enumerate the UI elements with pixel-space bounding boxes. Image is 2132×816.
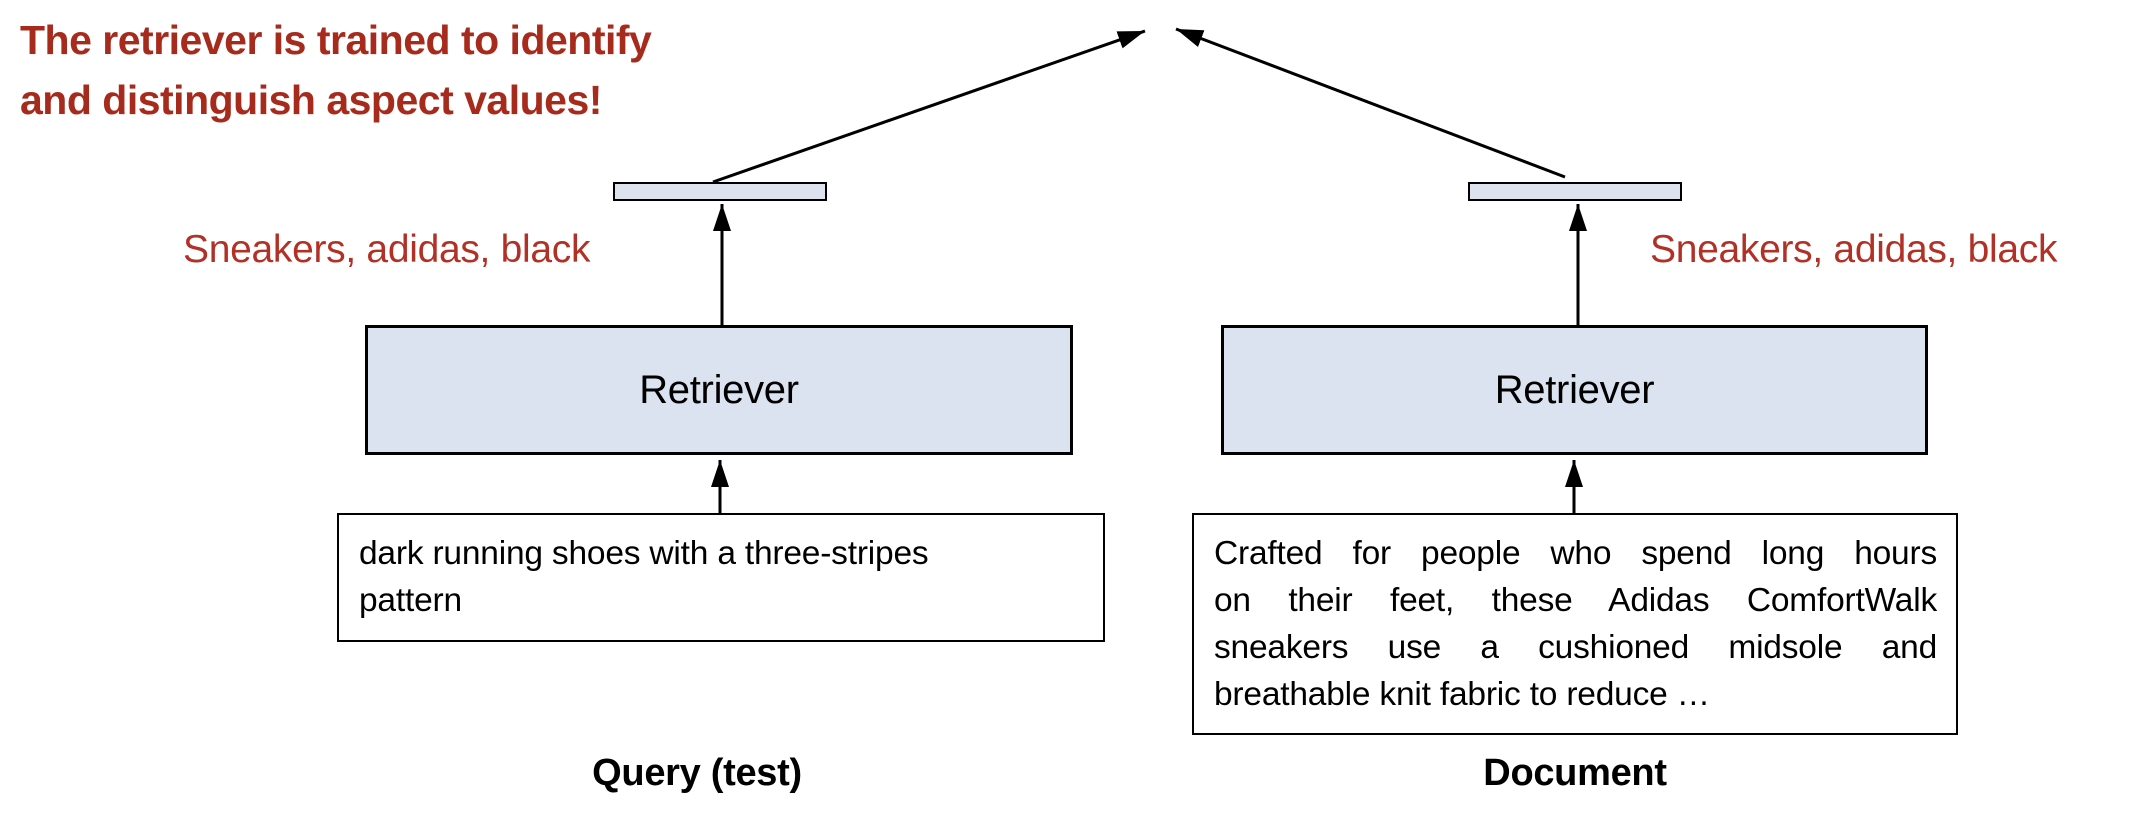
query-text-line-1: dark running shoes with a three-stripes [359, 535, 929, 572]
document-text-line-2: on their feet, these Adidas ComfortWalk [1214, 582, 1937, 619]
annotation-line-1: The retriever is trained to identify [20, 17, 652, 63]
document-text-line-4: breathable knit fabric to reduce … [1214, 676, 1710, 713]
document-embedding-bar [1468, 182, 1682, 201]
query-text-line-2: pattern [359, 582, 462, 619]
retriever-label-document: Retriever [1494, 367, 1655, 412]
retriever-label-query: Retriever [639, 367, 799, 412]
query-text-box: dark running shoes with a three-stripes … [337, 513, 1105, 642]
document-text-line-1: Crafted for people who spend long hours [1214, 535, 1937, 572]
arrow-document-embedding-to-match [1175, 27, 1566, 179]
retriever-box-query: Retriever [365, 325, 1073, 455]
annotation-line-2: and distinguish aspect values! [20, 77, 602, 123]
aspect-values-label-right: Sneakers, adidas, black [1650, 228, 2058, 271]
annotation-text: The retriever is trained to identify and… [20, 10, 800, 130]
retriever-box-document: Retriever [1221, 325, 1928, 455]
query-embedding-bar [613, 182, 827, 201]
aspect-values-label-left: Sneakers, adidas, black [183, 228, 591, 271]
document-text-line-3: sneakers use a cushioned midsole and [1214, 629, 1937, 666]
document-text-box: Crafted for people who spend long hours … [1192, 513, 1958, 735]
document-caption: Document [1483, 752, 1667, 794]
query-caption: Query (test) [592, 752, 802, 794]
